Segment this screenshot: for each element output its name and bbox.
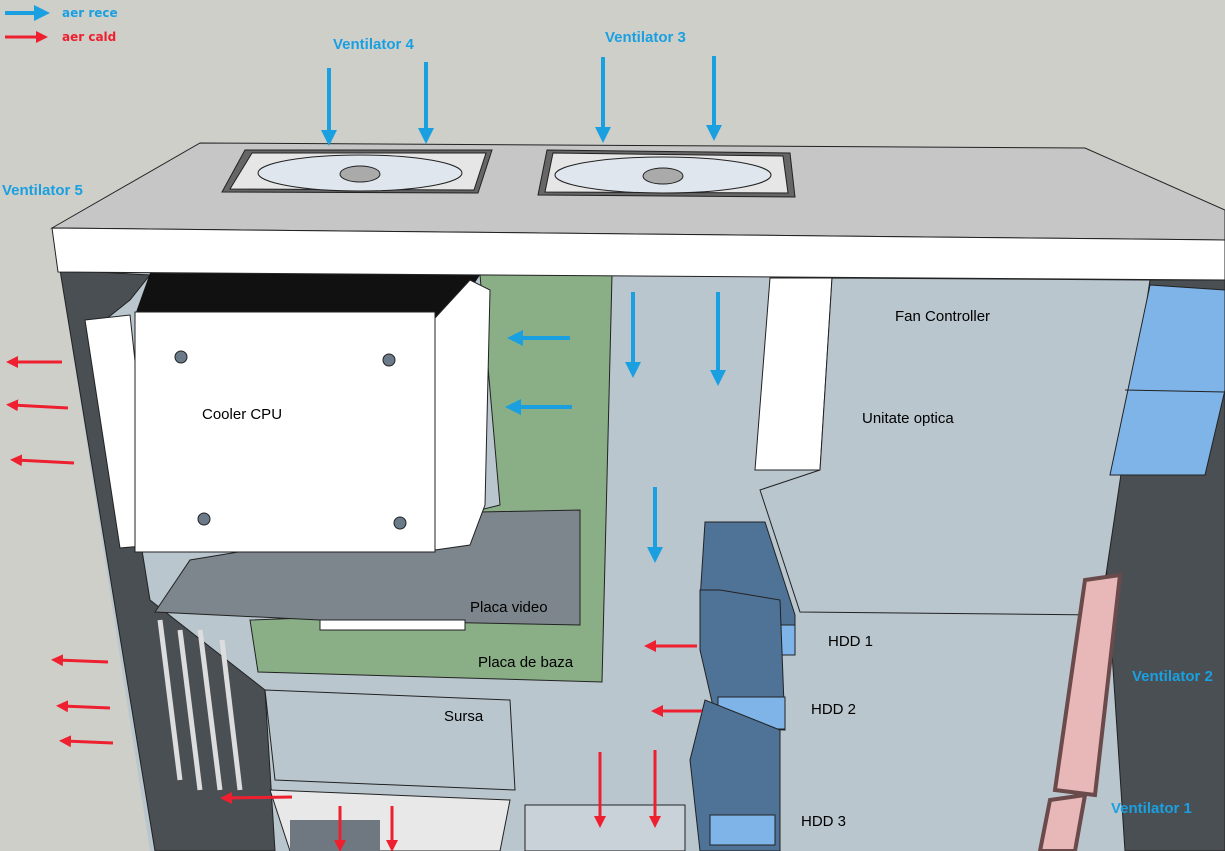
hot-air-arrow [220,791,293,804]
label-hdd1: HDD 1 [828,633,873,650]
fan-2 [1052,572,1123,798]
legend-cold-label: aer rece [62,6,118,20]
hdd-cage [689,521,796,851]
hot-air-arrow [59,735,114,748]
hot-air-arrow [6,399,69,412]
hot-air-arrows [5,31,702,851]
label-hdd3: HDD 3 [801,813,846,830]
label-psu: Sursa [444,708,484,725]
cooler-screws [174,350,407,530]
cooler-body [134,311,436,553]
fan-3 [537,149,796,198]
hot-air-arrow [10,454,75,467]
label-fan-4: Ventilator 4 [333,36,415,53]
label-hdd2: HDD 2 [811,701,856,718]
label-fan-1: Ventilator 1 [1111,800,1192,817]
label-gpu: Placa video [470,599,548,616]
legend-hot-label: aer cald [62,30,116,44]
top-panel-front-edge [51,227,1225,281]
hot-air-arrow [56,700,111,713]
cooler-top [135,273,480,320]
label-cpu-cooler: Cooler CPU [202,406,282,423]
cooler-fan-right [434,279,491,551]
fan-1 [1037,792,1088,851]
label-fan-5: Ventilator 5 [2,182,83,199]
rear-vent-slots [157,619,243,791]
optical-drive [759,277,1151,616]
fan-4 [221,149,493,194]
label-optical-drive: Unitate optica [862,410,954,427]
power-supply [264,689,516,791]
label-fan-controller: Fan Controller [895,308,990,325]
label-fan-3: Ventilator 3 [605,29,686,46]
front-fans-top [1109,284,1225,476]
label-motherboard: Placa de baza [478,654,574,671]
label-fan-2: Ventilator 2 [1132,668,1213,685]
cold-air-arrows [5,5,726,563]
hot-air-arrow [51,654,109,667]
